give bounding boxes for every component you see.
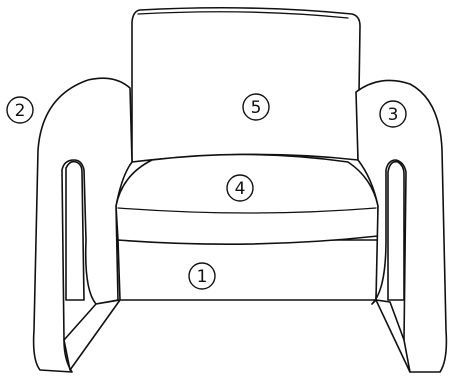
callout-1-badge: 1 [188, 262, 216, 290]
callout-2-label: 2 [15, 101, 26, 121]
callout-1-label: 1 [197, 267, 208, 287]
callout-4-label: 4 [235, 179, 246, 199]
back-cushion-seam [137, 11, 349, 19]
left-side-panel [63, 299, 121, 371]
callout-4-badge: 4 [226, 174, 254, 202]
callout-3-badge: 3 [379, 100, 407, 128]
callout-2-badge: 2 [6, 96, 34, 124]
right-side-panel [375, 299, 411, 373]
right-arm [355, 79, 448, 373]
seat-cushion-seam [117, 207, 377, 214]
base-panel [117, 239, 379, 301]
callout-3-label: 3 [388, 105, 399, 125]
right-arm-slot [387, 160, 405, 301]
callout-5-label: 5 [251, 98, 262, 118]
callout-5-badge: 5 [242, 93, 270, 121]
left-arm-slot [65, 160, 85, 301]
back-cushion [131, 6, 361, 163]
